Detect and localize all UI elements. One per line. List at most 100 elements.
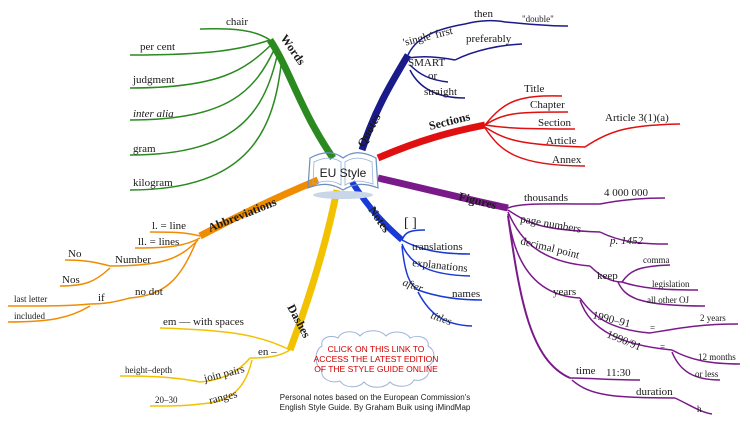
branch-words: [129, 28, 336, 191]
figures-line-two-years: [649, 323, 739, 334]
quotes-line-straight: [409, 69, 466, 99]
abbr-nos: Nos: [62, 274, 80, 286]
figures-line-twelve-months: [671, 349, 741, 365]
figures-hour: h: [697, 404, 702, 414]
notes-line-explanations: [401, 243, 471, 277]
quotes-then: then: [474, 8, 493, 20]
figures-time: time: [576, 365, 596, 377]
branch-dashes-trunk: [286, 189, 341, 352]
words-item-judgment: judgment: [132, 74, 175, 86]
sections-line-section: [484, 124, 576, 130]
dashes-em: em — with spaces: [163, 316, 244, 328]
words-item-gram: gram: [133, 143, 156, 155]
style-guide-link[interactable]: CLICK ON THIS LINK TO ACCESS THE LATEST …: [314, 330, 439, 388]
center-node: [307, 152, 379, 199]
dashes-height-depth: height–depth: [125, 365, 172, 375]
branch-notes: [349, 180, 483, 327]
branch-figures-label: Figures: [457, 189, 498, 212]
sections-item-chapter: Chapter: [530, 99, 565, 111]
sections-line-title: [484, 95, 563, 126]
link-text-line-3[interactable]: OF THE STYLE GUIDE ONLINE: [314, 364, 438, 374]
figures-page-numbers: page numbers: [519, 213, 582, 235]
dashes-line-en: [249, 349, 291, 359]
branch-quotes-label: Quotes: [354, 111, 383, 150]
quotes-or: or: [428, 70, 438, 82]
notes-line-translations: [401, 239, 471, 255]
abbr-line-number: [109, 239, 199, 267]
sections-item-annex: Annex: [552, 154, 582, 166]
footer-line-1: Personal notes based on the European Com…: [280, 393, 471, 402]
branch-dashes: [119, 189, 341, 407]
center-node-shadow: [313, 191, 373, 199]
figures-line-duration: [571, 379, 676, 399]
figures-line-decimal: [507, 211, 591, 267]
book-left-page: [312, 157, 342, 186]
figures-line-page-example: [599, 231, 669, 245]
words-item-kilogram: kilogram: [133, 177, 173, 189]
figures-line-thousands-example: [599, 197, 666, 205]
abbr-line-no: [64, 259, 111, 267]
abbr-included: included: [14, 311, 45, 321]
notes-names: names: [452, 288, 480, 300]
abbr-last-letter: last letter: [14, 294, 47, 304]
link-cloud-shape[interactable]: [315, 330, 435, 388]
dashes-ranges: ranges: [208, 388, 239, 407]
words-item-chair: chair: [226, 16, 248, 28]
words-line-kilogram: [129, 55, 283, 191]
dashes-en: en –: [258, 346, 277, 358]
quotes-line-preferably: [454, 43, 523, 61]
branch-figures-trunk: [377, 174, 509, 212]
figures-years: years: [553, 286, 576, 298]
notes-brackets: [ ]: [404, 216, 417, 231]
sections-item-title: Title: [524, 83, 545, 95]
figures-line-time: [507, 215, 571, 379]
words-line-inter-alia: [129, 47, 276, 121]
words-line-per-cent: [129, 39, 271, 56]
branch-abbreviations: [7, 176, 320, 323]
abbr-number: Number: [115, 254, 151, 266]
sections-line-article-example: [584, 123, 681, 148]
figures-line-page-numbers: [507, 209, 601, 233]
dashes-line-range-example: [149, 403, 201, 407]
branch-abbreviations-label: Abbreviations: [206, 195, 279, 235]
branch-notes-trunk: [349, 180, 404, 243]
figures-line-all-other-oj: [617, 281, 706, 307]
link-text-line-2[interactable]: ACCESS THE LATEST EDITION: [314, 354, 439, 364]
figures-line-time-example: [569, 377, 641, 381]
abbr-line-included: [7, 305, 91, 323]
quotes-straight: straight: [424, 86, 457, 98]
quotes-double: "double": [522, 14, 554, 24]
figures-two-years: 2 years: [700, 313, 726, 323]
dashes-join-pairs: join pairs: [202, 363, 246, 385]
link-text-line-1[interactable]: CLICK ON THIS LINK TO: [328, 344, 425, 354]
figures-line-legislation: [621, 281, 699, 291]
words-line-gram: [129, 51, 279, 156]
book-icon: [307, 152, 379, 191]
abbr-line-if: [89, 297, 131, 305]
figures-years-a-eq: =: [650, 323, 655, 333]
abbr-line-last-letter: [7, 303, 91, 307]
sections-line-article: [484, 126, 586, 148]
sections-line-annex: [484, 127, 586, 167]
figures-line-years-b: [579, 299, 673, 351]
branch-quotes: [358, 19, 569, 152]
words-item-per-cent: per cent: [140, 41, 175, 53]
abbr-line-l-line: [149, 231, 201, 237]
quotes-single-first: 'single' first: [402, 25, 454, 49]
figures-keep: keep: [597, 270, 618, 282]
branch-abbreviations-trunk: [198, 176, 320, 240]
quotes-line-then: [464, 19, 506, 25]
notes-titles: titles: [429, 310, 453, 329]
figures-thousands: thousands: [524, 192, 568, 204]
figures-or-less: or less: [695, 369, 719, 379]
figures-line-comma: [621, 264, 671, 283]
notes-line-after: [401, 245, 419, 291]
sections-line-chapter: [484, 111, 569, 126]
figures-duration: duration: [636, 386, 673, 398]
figures-line-or-less: [671, 351, 721, 381]
sections-item-section: Section: [538, 117, 571, 129]
quotes-line-smart: [407, 55, 456, 61]
footer-line-2: English Style Guide. By Graham Buik usin…: [280, 403, 471, 412]
words-line-judgment: [129, 43, 273, 89]
